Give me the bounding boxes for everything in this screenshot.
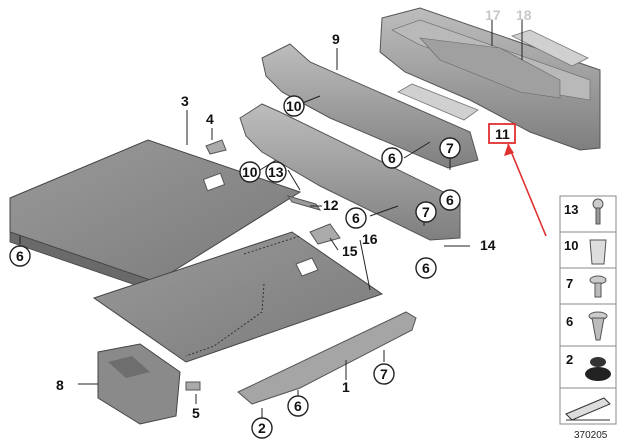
sill-cover-9 xyxy=(261,43,479,169)
grommet-icon xyxy=(585,357,611,381)
label-7-top: 7 xyxy=(439,137,461,159)
svg-text:13: 13 xyxy=(268,164,284,180)
legend-label-2: 2 xyxy=(566,352,573,367)
floor-mat-panel xyxy=(92,231,384,363)
label-17: 17 xyxy=(485,7,501,23)
svg-text:7: 7 xyxy=(446,140,454,156)
label-12: 12 xyxy=(323,197,339,213)
label-7-mid: 7 xyxy=(415,201,437,223)
svg-text:2: 2 xyxy=(258,420,266,436)
expanding-rivet-icon xyxy=(588,311,608,341)
label-6-right: 6 xyxy=(439,189,461,211)
svg-text:6: 6 xyxy=(422,260,430,276)
label-6-mid: 6 xyxy=(381,147,403,169)
label-14: 14 xyxy=(480,237,496,253)
svg-text:7: 7 xyxy=(422,204,430,220)
sill-cover-10 xyxy=(239,103,461,241)
label-10-lower: 10 xyxy=(239,161,261,183)
svg-text:7: 7 xyxy=(380,366,388,382)
label-15: 15 xyxy=(342,243,358,259)
wedge-symbol-icon xyxy=(565,397,611,421)
highlight-arrow xyxy=(507,143,547,237)
reference-number: 370205 xyxy=(574,430,608,441)
label-11: 11 xyxy=(495,126,510,142)
luggage-floor-panel xyxy=(9,139,302,293)
legend-label-6: 6 xyxy=(566,314,573,329)
label-3: 3 xyxy=(181,93,189,109)
anti-slip-mat-11 xyxy=(397,83,479,121)
label-1: 1 xyxy=(342,379,350,395)
label-6-lower-right: 6 xyxy=(415,257,437,279)
plug-5 xyxy=(185,381,201,391)
rivet-icon xyxy=(589,275,607,298)
legend-label-10: 10 xyxy=(564,238,578,253)
support-rail xyxy=(237,311,417,405)
label-6-center: 6 xyxy=(345,207,367,229)
label-7-bottom: 7 xyxy=(373,363,395,385)
svg-text:10: 10 xyxy=(242,164,258,180)
svg-text:10: 10 xyxy=(286,98,302,114)
label-4: 4 xyxy=(206,111,214,127)
svg-text:6: 6 xyxy=(388,150,396,166)
label-6-bottom: 6 xyxy=(287,395,309,417)
svg-text:6: 6 xyxy=(352,210,360,226)
label-9: 9 xyxy=(332,31,340,47)
clip-icon xyxy=(589,239,607,265)
highlight-box-11 xyxy=(488,123,516,144)
highlight-arrow-head xyxy=(504,144,514,156)
loading-sill-trim-panel xyxy=(379,7,601,151)
svg-text:6: 6 xyxy=(294,398,302,414)
svg-text:6: 6 xyxy=(446,192,454,208)
legend-label-13: 13 xyxy=(564,202,578,217)
label-16: 16 xyxy=(362,231,378,247)
label-8: 8 xyxy=(56,377,64,393)
label-18: 18 xyxy=(516,7,532,23)
cover-4 xyxy=(205,139,227,155)
label-6-left: 6 xyxy=(9,245,31,267)
screw-icon xyxy=(592,198,604,225)
retainer-12 xyxy=(286,195,322,211)
label-2: 2 xyxy=(251,417,273,439)
label-10-upper: 10 xyxy=(283,95,305,117)
leader-lines xyxy=(19,20,523,420)
label-5: 5 xyxy=(192,405,200,421)
storage-tray xyxy=(97,343,181,425)
label-13: 13 xyxy=(265,161,287,183)
cover-15 xyxy=(309,223,341,245)
fastener-legend: 13 10 7 6 2 xyxy=(559,195,617,425)
legend-label-7: 7 xyxy=(566,276,573,291)
anti-slip-mat-18 xyxy=(510,29,589,67)
svg-text:6: 6 xyxy=(16,248,24,264)
